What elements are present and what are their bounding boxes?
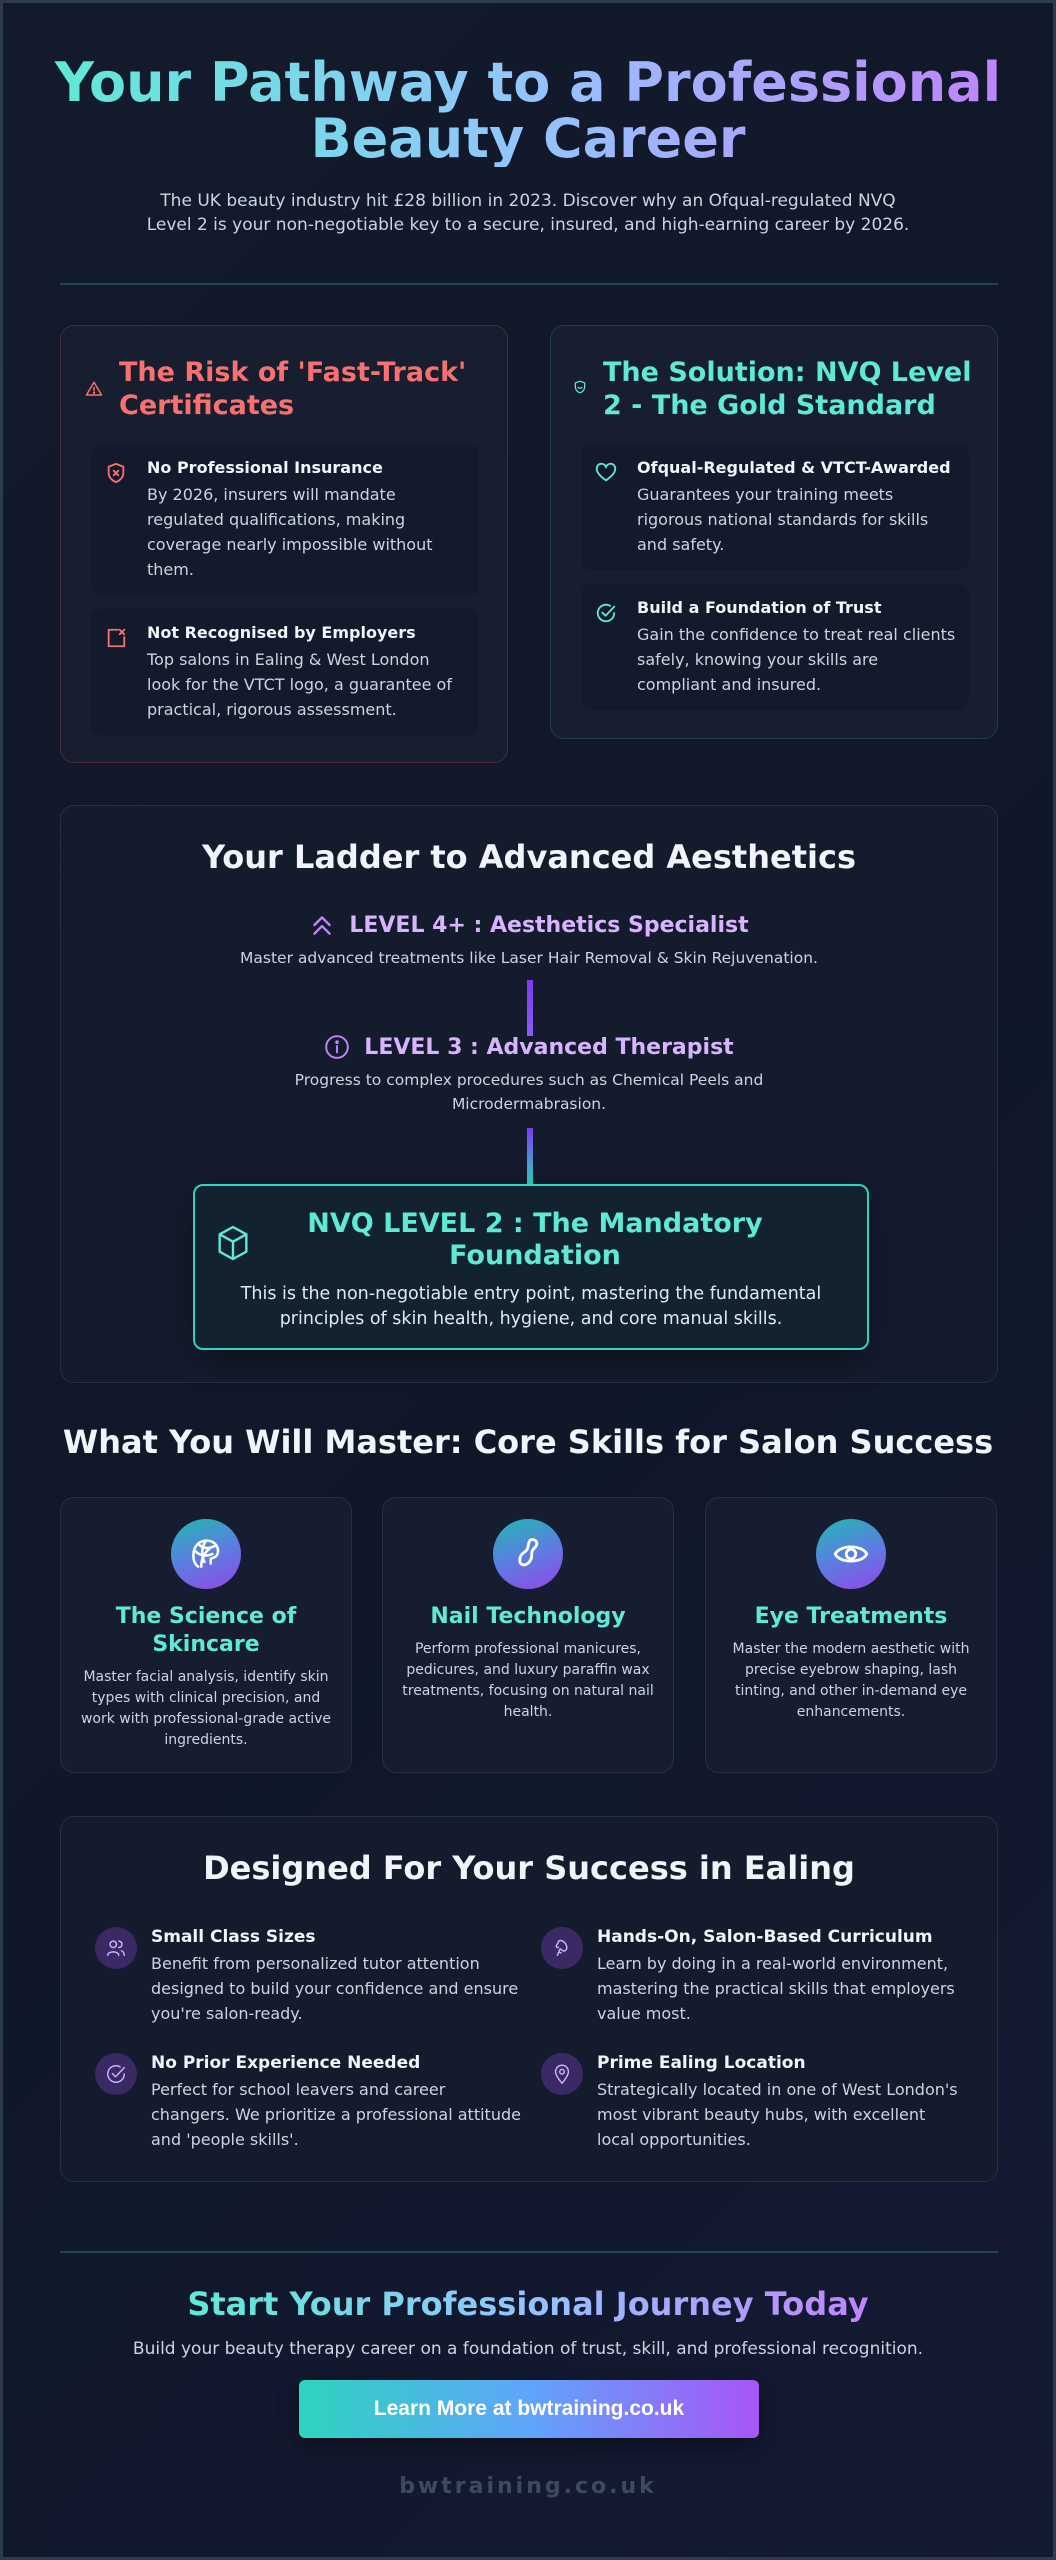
risk-item: No Professional Insurance By 2026, insur… xyxy=(91,444,479,596)
level-title: LEVEL 4+ : Aesthetics Specialist xyxy=(349,912,749,938)
square-x-icon xyxy=(107,628,126,648)
solution-item: Ofqual-Regulated & VTCT-Awarded Guarante… xyxy=(581,444,969,570)
level-description: Master advanced treatments like Laser Ha… xyxy=(240,949,818,967)
feature-description: Learn by doing in a real-world environme… xyxy=(597,1954,955,2023)
feature-title: No Prior Experience Needed xyxy=(151,2053,421,2073)
skill-description: Master facial analysis, identify skin ty… xyxy=(80,1669,332,1748)
cube-icon xyxy=(218,1225,248,1261)
nail-icon xyxy=(518,1538,539,1567)
skill-card-skincare: The Science of Skincare Master facial an… xyxy=(60,1497,352,1773)
career-ladder: Your Ladder to Advanced Aesthetics LEVEL… xyxy=(60,805,998,1383)
ladder-connector xyxy=(527,980,533,1036)
skill-card-eyes: Eye Treatments Master the modern aesthet… xyxy=(705,1497,997,1773)
page-title: Your Pathway to a Professional Beauty Ca… xyxy=(48,55,1008,167)
circle-check-icon xyxy=(596,603,616,623)
skill-title: Nail Technology xyxy=(430,1604,626,1629)
feature-title: Prime Ealing Location xyxy=(597,2053,806,2073)
risk-title: The Risk of 'Fast-Track' Certificates xyxy=(119,357,467,421)
divider xyxy=(60,2251,998,2253)
risk-card: The Risk of 'Fast-Track' Certificates No… xyxy=(60,325,508,763)
map-pin-icon xyxy=(554,2064,570,2084)
solution-card: The Solution: NVQ Level 2 - The Gold Sta… xyxy=(550,325,998,739)
users-icon xyxy=(107,1940,125,1957)
ladder-level-3: LEVEL 3 : Advanced Therapist Progress to… xyxy=(61,1034,997,1116)
feature-description: Perfect for school leavers and career ch… xyxy=(151,2080,521,2149)
heart-icon xyxy=(595,462,617,482)
divider xyxy=(60,283,998,285)
eye-icon xyxy=(833,1545,869,1563)
solution-item-text: Gain the confidence to treat real client… xyxy=(637,625,956,694)
risk-item-title: Not Recognised by Employers xyxy=(147,623,416,642)
feature-title: Small Class Sizes xyxy=(151,1927,316,1947)
hand-icon xyxy=(555,1939,568,1957)
footer-brand: bwtraining.co.uk xyxy=(399,2474,657,2499)
hero-subtitle: The UK beauty industry hit £28 billion i… xyxy=(146,191,910,235)
foundation-title: NVQ LEVEL 2 : The Mandatory Foundation xyxy=(307,1208,763,1271)
success-section: Designed For Your Success in Ealing Smal… xyxy=(60,1816,998,2182)
ladder-connector xyxy=(527,1128,533,1184)
warning-triangle-icon xyxy=(85,381,103,396)
level-description: Progress to complex procedures such as C… xyxy=(294,1071,764,1113)
cta-heading: Start Your Professional Journey Today xyxy=(187,2285,869,2323)
skill-title: Eye Treatments xyxy=(754,1604,948,1629)
solution-title: The Solution: NVQ Level 2 - The Gold Sta… xyxy=(603,357,972,421)
skill-description: Master the modern aesthetic with precise… xyxy=(732,1641,970,1720)
solution-item: Build a Foundation of Trust Gain the con… xyxy=(581,584,969,710)
foundation-level-2: NVQ LEVEL 2 : The Mandatory Foundation T… xyxy=(193,1184,869,1350)
skill-description: Perform professional manicures, pedicure… xyxy=(402,1641,654,1720)
solution-item-title: Ofqual-Regulated & VTCT-Awarded xyxy=(637,458,951,477)
level-title: LEVEL 3 : Advanced Therapist xyxy=(364,1034,734,1060)
skill-card-nails: Nail Technology Perform professional man… xyxy=(382,1497,674,1773)
foundation-description: This is the non-negotiable entry point, … xyxy=(240,1284,822,1329)
risk-item-text: Top salons in Ealing & West London look … xyxy=(147,650,452,719)
success-title: Designed For Your Success in Ealing xyxy=(203,1849,855,1887)
circle-check-icon xyxy=(107,2065,125,2083)
risk-item-title: No Professional Insurance xyxy=(147,458,383,477)
hero: Your Pathway to a Professional Beauty Ca… xyxy=(3,55,1053,237)
solution-item-text: Guarantees your training meets rigorous … xyxy=(637,485,929,554)
double-chevron-up-icon xyxy=(313,916,332,935)
feature-title: Hands-On, Salon-Based Curriculum xyxy=(597,1927,933,1947)
ladder-title: Your Ladder to Advanced Aesthetics xyxy=(202,838,856,876)
risk-item-text: By 2026, insurers will mandate regulated… xyxy=(147,485,433,579)
skill-title: The Science of Skincare xyxy=(115,1604,297,1657)
cta-subtitle: Build your beauty therapy career on a fo… xyxy=(132,2339,924,2359)
infographic-page: Your Pathway to a Professional Beauty Ca… xyxy=(3,3,1053,2557)
skills-section-title: What You Will Master: Core Skills for Sa… xyxy=(62,1423,994,1461)
skincare-face-icon xyxy=(192,1539,220,1568)
shield-check-icon xyxy=(574,380,586,394)
ladder-level-4: LEVEL 4+ : Aesthetics Specialist Master … xyxy=(61,912,997,970)
learn-more-button[interactable]: Learn More at bwtraining.co.uk xyxy=(299,2380,759,2438)
feature-description: Benefit from personalized tutor attentio… xyxy=(151,1954,519,2023)
feature-description: Strategically located in one of West Lon… xyxy=(597,2080,958,2149)
info-circle-icon xyxy=(325,1035,350,1059)
solution-item-title: Build a Foundation of Trust xyxy=(637,598,882,617)
shield-x-icon xyxy=(107,462,125,484)
risk-item: Not Recognised by Employers Top salons i… xyxy=(91,609,479,735)
